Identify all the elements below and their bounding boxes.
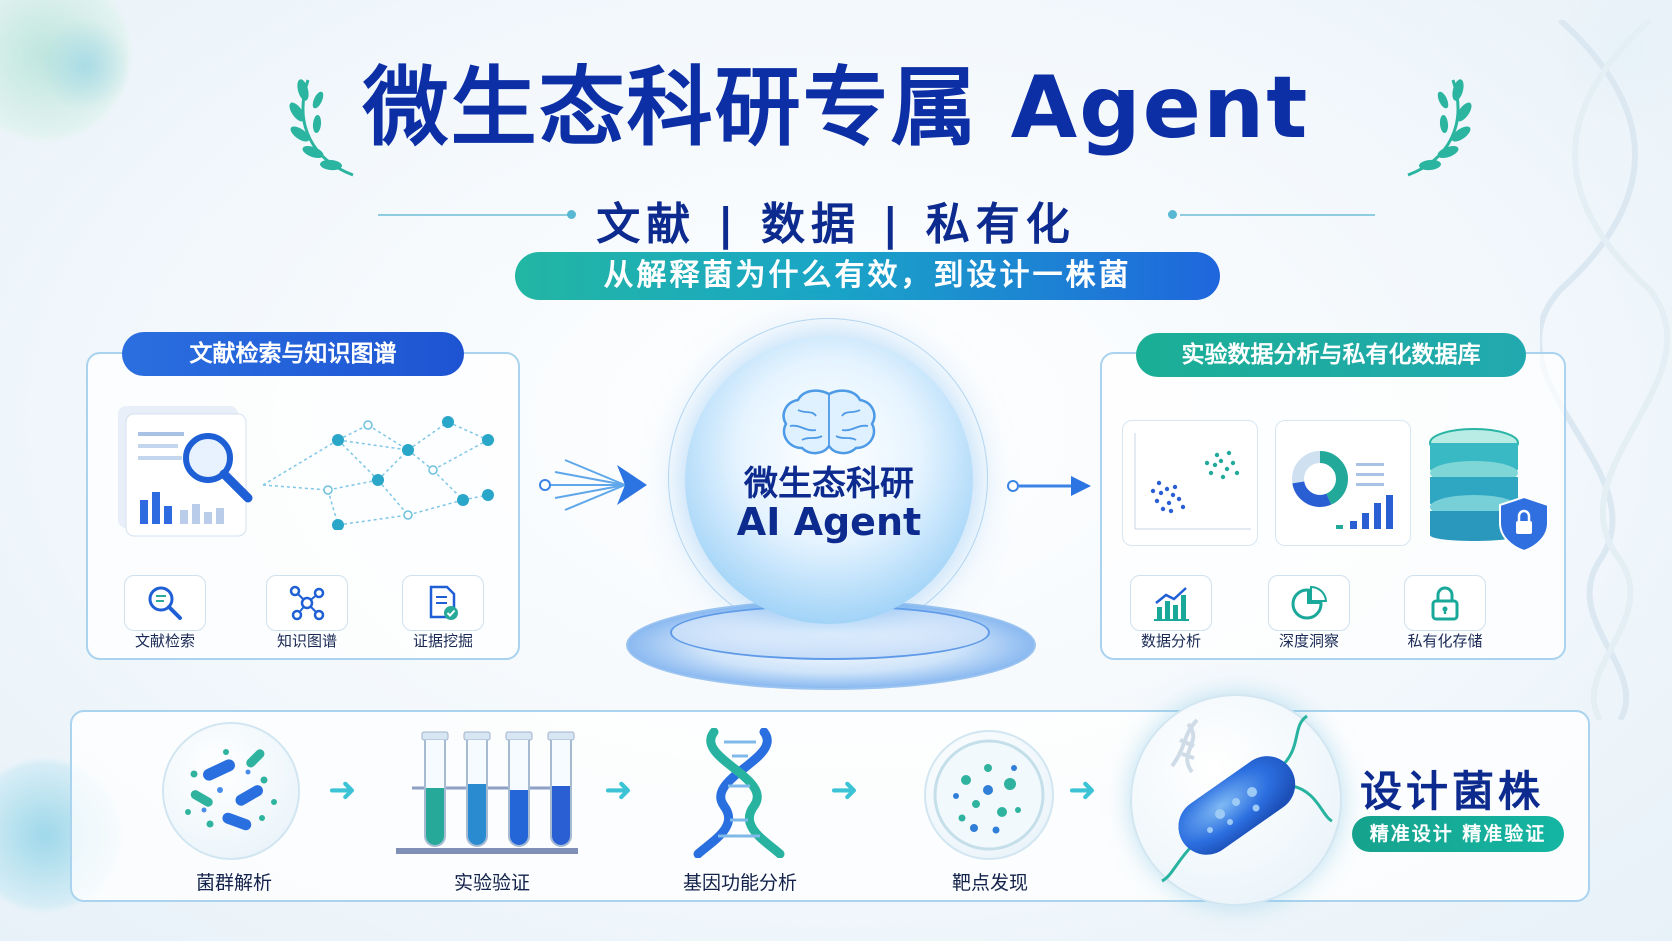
search-doc-icon [148,586,182,620]
evidence-mining-label: 证据挖掘 [412,632,473,650]
data-analysis-label: 数据分析 [1140,632,1201,650]
arrow-out-of-core [1007,476,1091,496]
subtitle: 文献 | 数据 | 私有化 [596,199,1076,250]
petri-dish-icon [933,739,1045,851]
target-discovery-circle [924,730,1054,860]
document-search-illustration [112,400,262,540]
knowledge-graph-card[interactable] [266,575,348,631]
subtitle-line-left [378,214,573,216]
literature-search-label: 文献检索 [134,632,195,650]
evidence-mining-card[interactable] [402,575,484,631]
subtitle-dot-left [567,210,576,219]
subtitle-line-right [1180,214,1375,216]
laurel-right-icon [1407,79,1472,177]
flow-arrow-icon: ➜ [328,770,357,810]
core-title-line1: 微生态科研 [744,464,914,504]
gene-function-label: 基因功能分析 [682,872,797,894]
flow-arrow-icon: ➜ [604,770,633,810]
bar-chart-icon [1154,587,1189,621]
strain-design-circle [1130,694,1342,906]
dna-icon [693,728,785,858]
literature-search-card[interactable] [124,575,206,631]
background-bubble [40,20,130,110]
strain-design-tag: 精准设计 精准验证 [1352,816,1564,852]
community-analysis-circle [162,722,300,860]
private-storage-label: 私有化存储 [1407,632,1483,650]
flow-arrow-icon: ➜ [1068,770,1097,810]
core-orb [685,336,973,624]
deep-insight-label: 深度洞察 [1278,632,1339,650]
lock-icon [1431,586,1459,621]
test-tubes-icon [396,731,578,854]
brain-icon [782,389,876,455]
tagline-banner: 从解释菌为什么有效，到设计一株菌 [515,252,1220,300]
bacteria-culture-icon [185,749,277,831]
network-icon [289,585,325,621]
laurel-left-icon [289,79,354,177]
donut-chart-card [1275,420,1411,546]
strain-design-title: 设计菌株 [1360,767,1545,816]
deep-insight-card[interactable] [1268,575,1350,631]
bacterium-icon [1161,714,1333,883]
scatter-plot-card [1122,420,1258,546]
target-discovery-label: 靶点发现 [951,872,1028,894]
knowledge-graph-label: 知识图谱 [276,632,337,650]
database-icon [1429,428,1549,553]
flow-arrow-icon: ➜ [830,770,859,810]
experiment-validation-label: 实验验证 [453,872,530,894]
doc-check-icon [429,585,458,620]
data-analysis-card[interactable] [1130,575,1212,631]
literature-panel-heading: 文献检索与知识图谱 [122,332,464,376]
core-title-line2: AI Agent [736,500,922,544]
pie-chart-icon [1291,585,1328,620]
page-title: 微生态科研专属 Agent [362,58,1310,158]
data-analysis-panel-heading: 实验数据分析与私有化数据库 [1136,333,1526,377]
arrow-into-core [539,459,647,511]
knowledge-graph-illustration [262,416,494,530]
private-storage-card[interactable] [1404,575,1486,631]
community-analysis-label: 菌群解析 [195,872,272,894]
subtitle-dot-right [1168,210,1177,219]
